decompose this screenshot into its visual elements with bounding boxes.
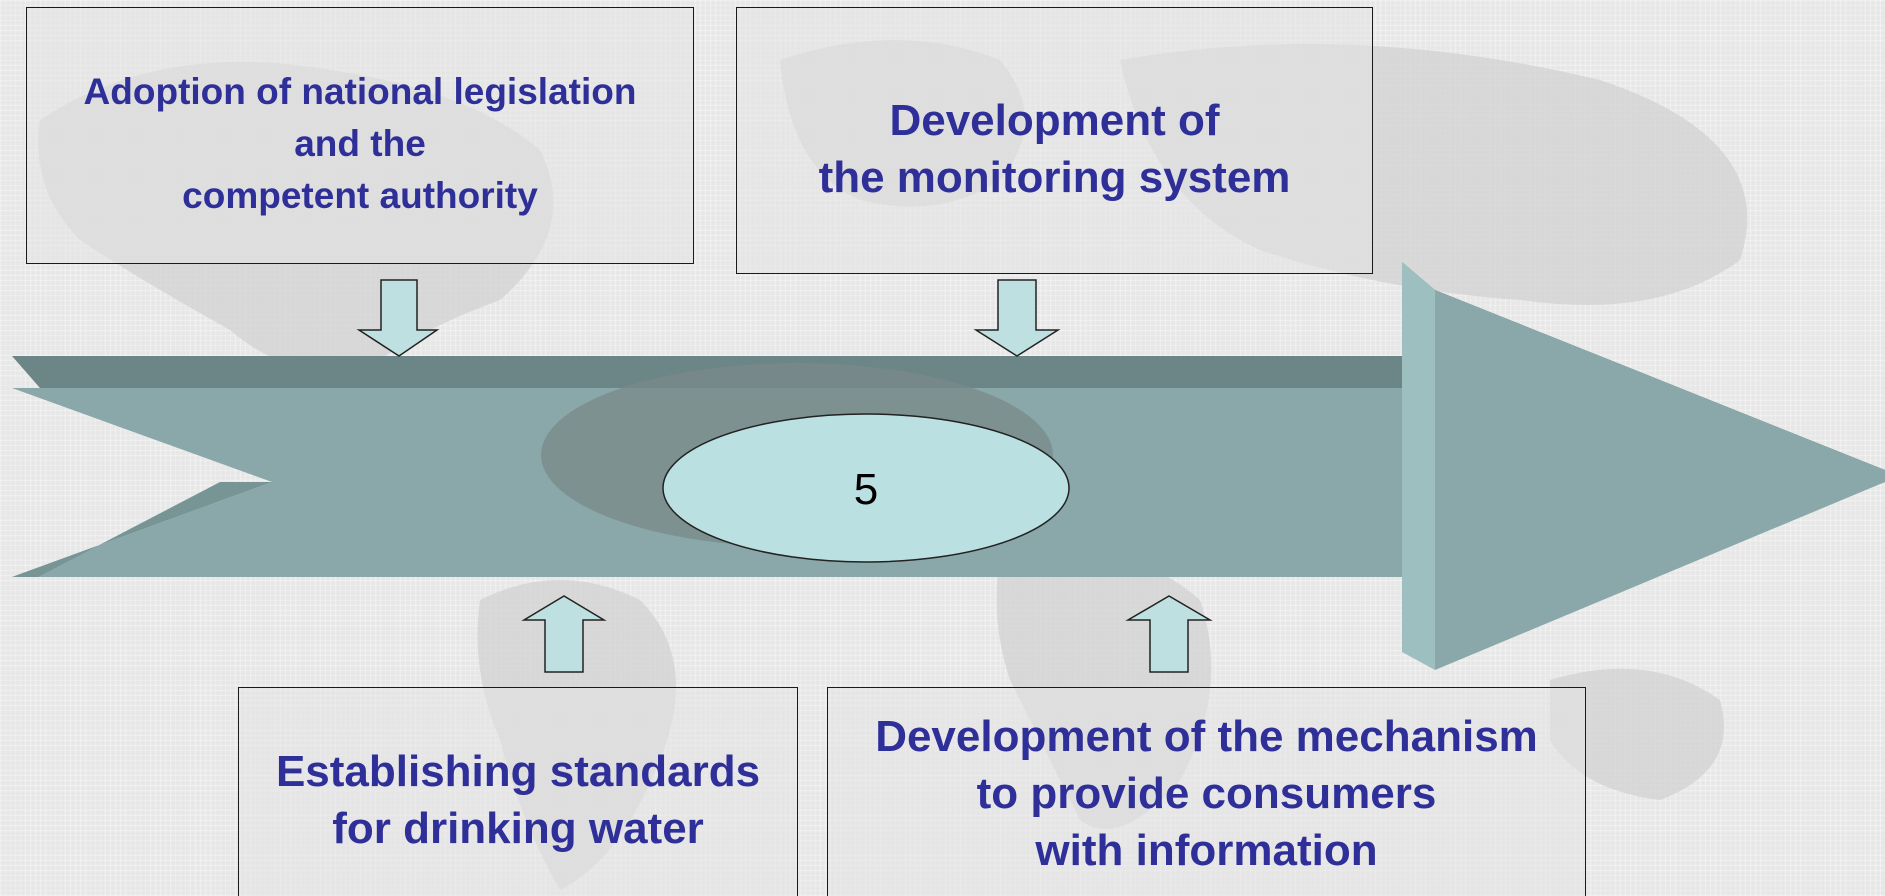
standards-box-text: Establishing standards for drinking wate… [275,747,761,853]
down-arrow-icon [356,279,440,357]
main-arrow-head-face [1435,290,1885,670]
monitoring-box-text: Development of the monitoring system [818,96,1291,202]
standards-box: Establishing standards for drinking wate… [238,687,798,896]
center-ellipse [662,413,1070,563]
down-arrow-icon [973,279,1061,357]
main-arrow-head-left-bevel [1402,262,1435,670]
monitoring-box: Development of the monitoring system [736,7,1373,274]
mechanism-box-text: Development of the mechanism to provide … [875,712,1538,875]
step-number-label: 5 [853,465,879,514]
up-arrow-icon [521,595,607,673]
mechanism-box: Development of the mechanism to provide … [827,687,1586,896]
legislation-box: Adoption of national legislation and the… [26,7,694,264]
main-arrow-notch-bevel [12,482,272,577]
up-arrow-icon [1125,595,1213,673]
legislation-box-text: Adoption of national legislation and the… [83,71,637,216]
